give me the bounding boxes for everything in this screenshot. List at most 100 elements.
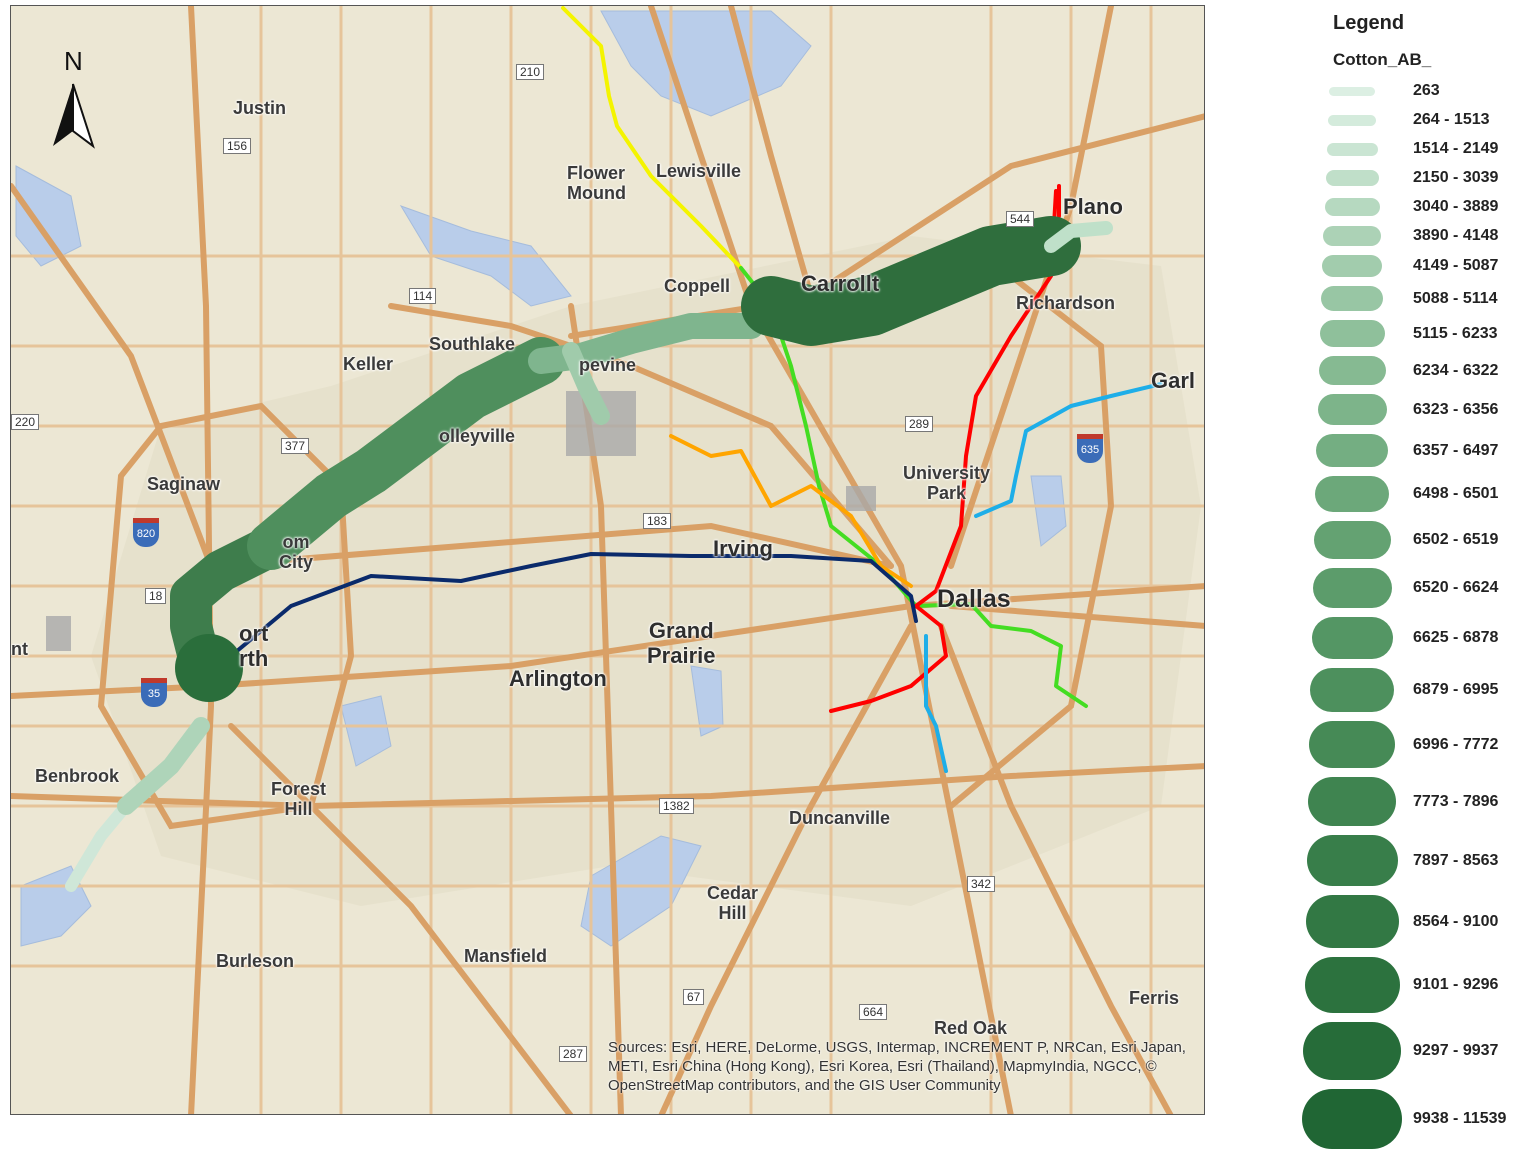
flow-node-fortworth [175,634,243,702]
city-label-garland: Garl [1151,368,1196,393]
city-label-burleson: Burleson [216,951,295,971]
legend-swatch [1312,568,1392,608]
legend-swatch [1321,286,1383,311]
legend-swatch [1303,1022,1401,1080]
map-frame[interactable]: N Justin Flower Mound Lewisville Plano C… [10,5,1205,1115]
legend-field-name: Cotton_AB_ [1333,50,1432,69]
legend-swatch [1302,1089,1402,1149]
route-shield-664: 664 [859,1004,888,1020]
legend-swatch [1304,957,1400,1013]
legend-item: 6996 - 7772 [1300,718,1528,771]
route-shield-67: 67 [683,989,705,1005]
city-label-richardson: Richardson [1016,293,1116,313]
city-label-lewisville: Lewisville [656,161,742,181]
rail-lines [229,6,1163,773]
city-label-arlington: Arlington [509,666,607,691]
city-label-duncanville: Duncanville [789,808,891,828]
city-label-carrollton: Carrollt [801,271,880,296]
legend-label: 7897 - 8563 [1413,851,1499,869]
route-shield-287: 287 [559,1046,588,1062]
route-shield-18: 18 [145,588,167,604]
city-label-grand-prairie: Grand Prairie [647,618,716,668]
legend-item: 264 - 1513 [1300,107,1528,133]
legend-swatch [1315,476,1389,512]
legend-swatch [1322,255,1382,277]
legend-item: 9297 - 9937 [1300,1019,1528,1083]
legend-item: 7897 - 8563 [1300,832,1528,889]
rail-orange [669,434,913,588]
legend-swatch [1328,114,1376,126]
legend-label: 2150 - 3039 [1413,169,1499,186]
legend-label: 4149 - 5087 [1413,257,1499,274]
city-label-justin: Justin [233,98,287,118]
city-label-dallas: Dallas [937,585,1011,613]
legend-label: 6323 - 6356 [1413,400,1499,418]
legend-item: 5088 - 5114 [1300,283,1528,314]
highway-114 [388,303,894,569]
city-label-plano: Plano [1063,194,1123,219]
route-shield-114: 114 [409,288,437,304]
legend-swatch [1306,835,1398,886]
legend-item: 8564 - 9100 [1300,892,1528,951]
flow-plano-tail [1044,221,1113,253]
legend-item: 9101 - 9296 [1300,954,1528,1016]
highway-i820-loop [97,402,355,830]
legend-label: 9938 - 11539 [1413,1110,1507,1127]
flow-sw-tail-1 [65,800,132,892]
lake-lewisville [600,10,812,117]
legend-label: 3890 - 4148 [1413,227,1499,244]
city-label-southlake: Southlake [429,334,516,354]
highway-us75 [948,6,1114,569]
legend-item: 6502 - 6519 [1300,518,1528,562]
legend-label: 9101 - 9296 [1413,976,1499,993]
highway-80 [948,603,1204,629]
city-label-ferris: Ferris [1129,988,1180,1008]
legend-swatch [1325,170,1379,186]
city-label-haltom-city: om City [279,532,314,572]
legend-item: 4149 - 5087 [1300,252,1528,280]
city-label-mansfield: Mansfield [464,946,548,966]
legend-item: 263 [1300,78,1528,104]
legend-label: 6357 - 6497 [1413,441,1499,459]
rail-navy-tre [229,552,918,658]
route-shield-289: 289 [905,416,934,432]
north-arrow-icon [53,83,95,149]
legend-item: 2150 - 3039 [1300,165,1528,191]
legend-label: 6498 - 6501 [1413,485,1499,502]
legend-item: 3040 - 3889 [1300,194,1528,220]
rail-yellow [561,6,743,270]
rail-red-north [914,189,1058,608]
legend-swatch [1317,394,1387,425]
route-shield-342: 342 [967,876,996,892]
flow-route [65,216,1113,892]
north-arrow: N [41,46,101,156]
route-shield-156: 156 [223,138,252,154]
interstate-shield-35: 35 [141,678,167,707]
legend-label: 6520 - 6624 [1413,579,1499,596]
legend-label: 8564 - 9100 [1413,912,1499,930]
route-shield-183: 183 [643,513,672,529]
route-shield-1382: 1382 [659,798,694,814]
legend-label: 6502 - 6519 [1413,531,1499,548]
legend-swatch [1326,142,1378,156]
city-label-irving: Irving [713,536,773,561]
city-label-fort-worth: ort rth [239,621,269,671]
legend-swatch [1309,721,1395,768]
city-label-colleyville: olleyville [439,426,516,446]
legend-item: 1514 - 2149 [1300,136,1528,162]
map-attribution: Sources: Esri, HERE, DeLorme, USGS, Inte… [608,1039,1186,1094]
highway-i35e [648,6,1014,1114]
legend-item: 5115 - 6233 [1300,317,1528,350]
city-label-coppell: Coppell [664,276,730,296]
rail-red-south [829,604,948,713]
city-label-cedar-hill: Cedar Hill [707,883,759,923]
legend-swatch [1311,617,1393,659]
rail-blue-south [924,634,948,773]
legend-label: 1514 - 2149 [1413,140,1499,157]
city-label-flower-mound: Flower Mound [567,163,626,203]
flow-carrollton-segment [741,216,1081,346]
rail-blue-north [974,382,1163,518]
legend-label: 9297 - 9937 [1413,1042,1499,1059]
city-label-keller: Keller [343,354,394,374]
legend-label: 6625 - 6878 [1413,629,1499,646]
